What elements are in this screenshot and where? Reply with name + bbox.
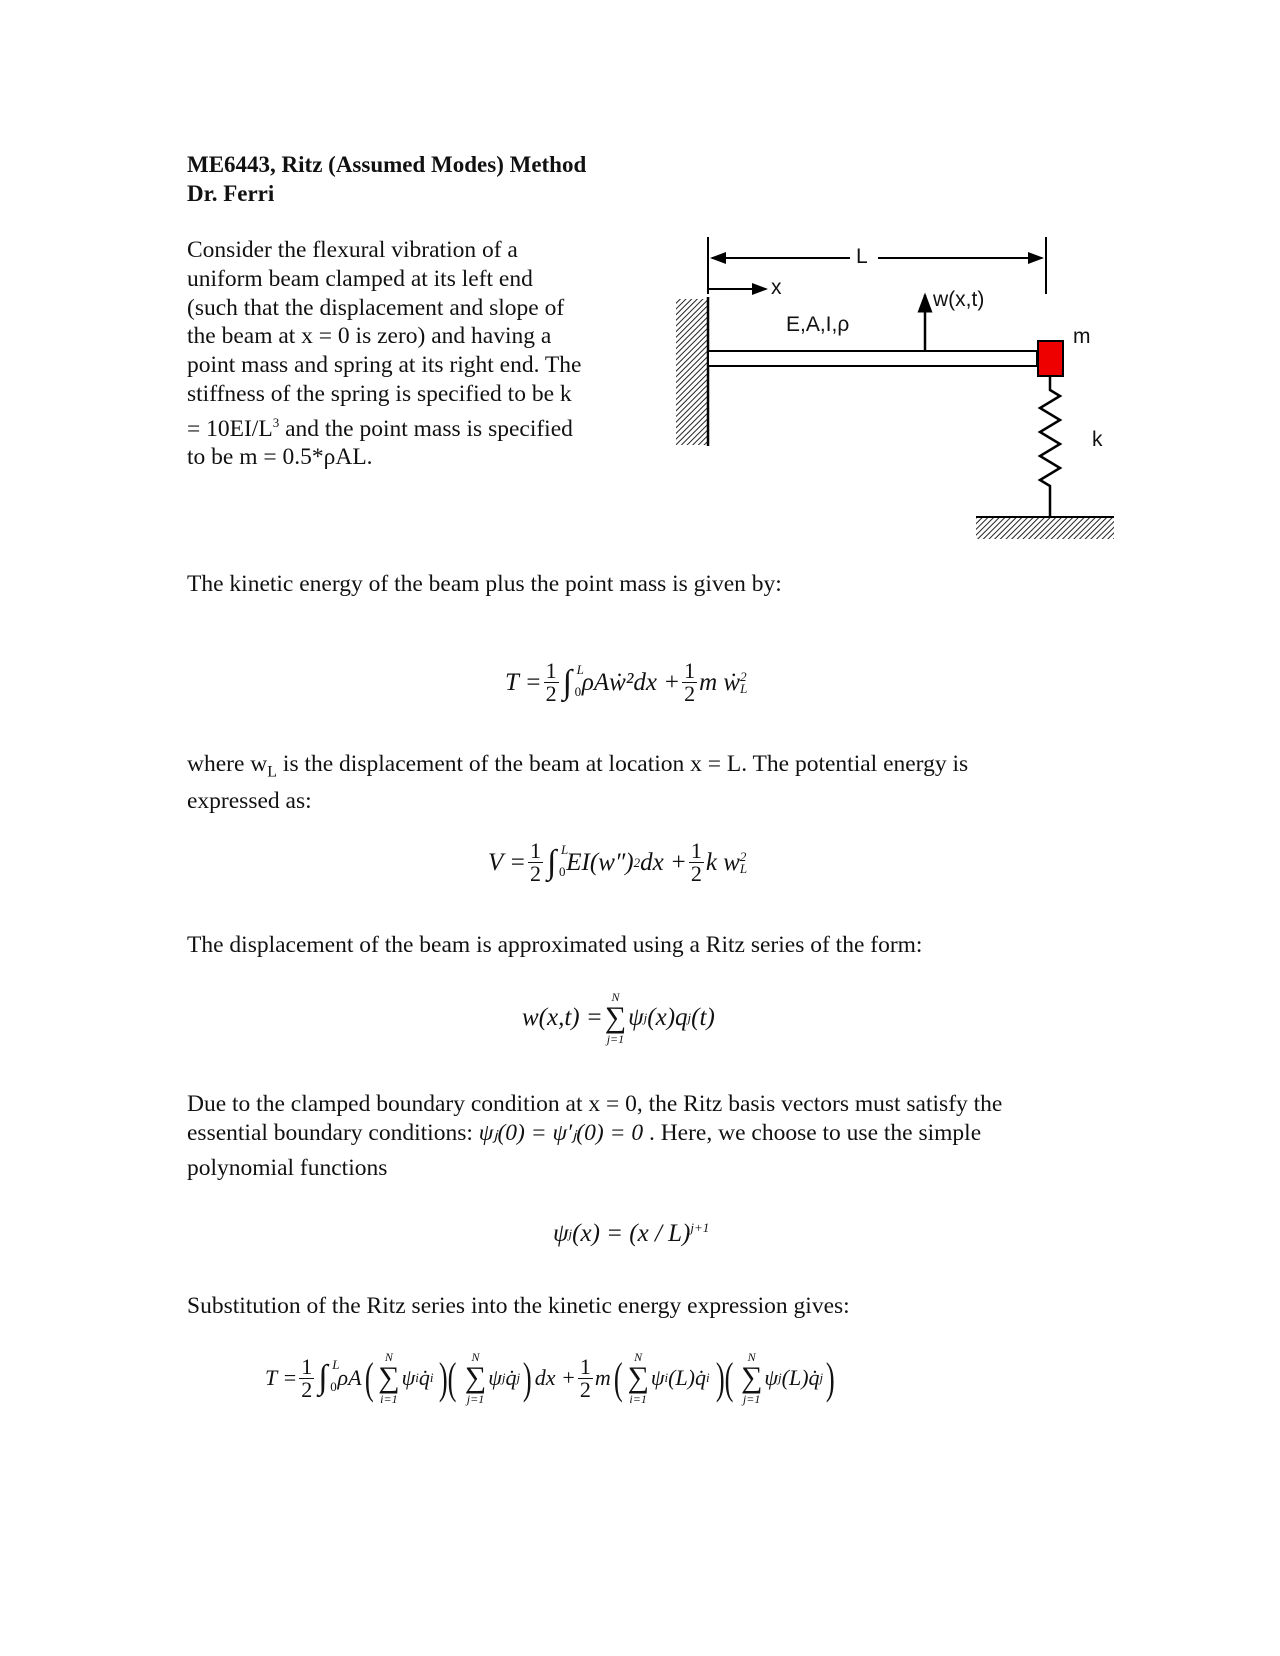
x-label: x	[771, 276, 782, 299]
substitution-intro: Substitution of the Ritz series into the…	[187, 1293, 850, 1319]
intro-line: = 10EI/L3 and the point mass is specifie…	[187, 414, 573, 442]
intro-line: point mass and spring at its right end. …	[187, 352, 582, 379]
beam	[707, 350, 1038, 367]
author: Dr. Ferri	[187, 181, 275, 206]
intro-line: (such that the displacement and slope of	[187, 294, 565, 321]
wall-support	[676, 299, 707, 445]
ritz-intro: The displacement of the beam is approxim…	[187, 932, 923, 958]
ground	[976, 517, 1114, 539]
document-title: ME6443, Ritz (Assumed Modes) Method	[187, 152, 587, 177]
spring-label: k	[1092, 428, 1103, 451]
where-paragraph: where wL is the displacement of the beam…	[187, 751, 969, 815]
intro-line: the beam at x = 0 is zero) and having a	[187, 323, 552, 350]
mass-label: m	[1073, 325, 1091, 348]
length-label: L	[856, 245, 868, 268]
intro-line: to be m = 0.5*ρAL.	[187, 444, 373, 471]
kinetic-intro: The kinetic energy of the beam plus the …	[187, 571, 782, 597]
displacement-label: w(x,t)	[933, 288, 985, 311]
point-mass	[1037, 340, 1064, 377]
intro-line: uniform beam clamped at its left end	[187, 265, 533, 292]
intro-line: stiffness of the spring is specified to …	[187, 380, 572, 407]
properties-label: E,A,I,ρ	[786, 313, 850, 336]
beam-diagram	[676, 237, 1114, 539]
intro-line: Consider the flexural vibration of a	[187, 237, 518, 263]
intro-paragraph: Consider the flexural vibration of a uni…	[187, 236, 581, 472]
boundary-paragraph: Due to the clamped boundary condition at…	[187, 1091, 1003, 1181]
spring	[1037, 376, 1063, 517]
